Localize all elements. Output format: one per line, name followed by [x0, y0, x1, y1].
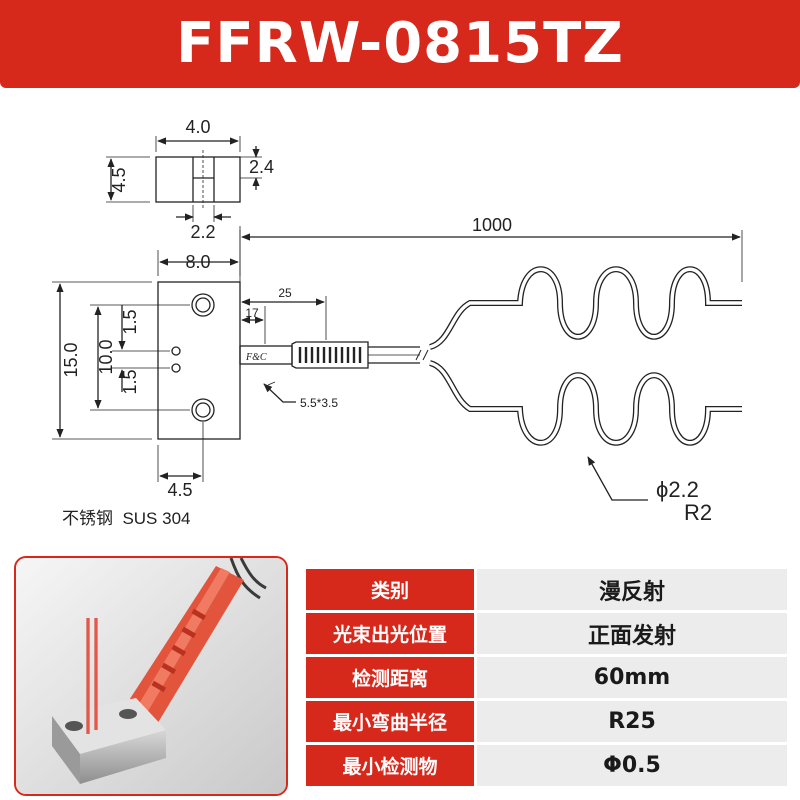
- spec-row-bend-radius: 最小弯曲半径 R25: [303, 698, 790, 745]
- page-title: FFRW-0815TZ: [176, 11, 624, 76]
- dim-front-height: 15.0: [61, 342, 81, 377]
- dim-fiber-offset-upper: 1.5: [120, 309, 140, 334]
- spec-value: Φ0.5: [474, 742, 790, 789]
- spec-label: 光束出光位置: [303, 610, 477, 657]
- dimension-drawing: 4.0 4.5 2.4 2.2 8.0 15.0 10.0 1.5 1.5 4.…: [52, 117, 743, 528]
- dim-strain-relief: 17: [245, 306, 259, 320]
- spec-table: 类别 漫反射 光束出光位置 正面发射 检测距离 60mm 最小弯曲半径 R25 …: [303, 566, 790, 789]
- spec-label: 最小检测物: [303, 742, 477, 789]
- dim-hole-pitch: 10.0: [96, 339, 116, 374]
- dim-front-width: 8.0: [185, 252, 210, 272]
- dim-slot-width: 2.2: [190, 222, 215, 242]
- spec-row-detect-distance: 检测距离 60mm: [303, 654, 790, 701]
- dim-slot-depth: 2.4: [249, 157, 274, 177]
- product-photo: [14, 556, 288, 796]
- title-banner: [0, 0, 800, 88]
- brand-logo: F&C: [245, 352, 267, 363]
- dim-base-offset: 4.5: [167, 480, 192, 500]
- dim-cable-length: 1000: [472, 215, 512, 235]
- dim-sleeve-section: 5.5*3.5: [300, 396, 338, 410]
- dim-bend-radius: R2: [684, 500, 712, 525]
- dim-fiber-offset-lower: 1.5: [120, 369, 140, 394]
- spec-row-category: 类别 漫反射: [303, 566, 790, 613]
- material-label: 不锈钢 SUS 304: [62, 509, 191, 528]
- spec-label: 检测距离: [303, 654, 477, 701]
- spec-value: 漫反射: [474, 566, 790, 613]
- spec-row-min-object: 最小检测物 Φ0.5: [303, 742, 790, 789]
- dim-sleeve-length: 25: [278, 286, 292, 300]
- spec-value: 正面发射: [474, 610, 790, 657]
- dim-top-height: 4.5: [109, 167, 129, 192]
- dim-fiber-diameter: ϕ2.2: [656, 477, 699, 502]
- dim-top-width: 4.0: [185, 117, 210, 137]
- top-view: [106, 136, 262, 222]
- spec-value: R25: [474, 698, 790, 745]
- spec-row-beam-position: 光束出光位置 正面发射: [303, 610, 790, 657]
- spec-label: 最小弯曲半径: [303, 698, 477, 745]
- spec-label: 类别: [303, 566, 477, 613]
- fiber-cable: [239, 230, 743, 501]
- spec-value: 60mm: [474, 654, 790, 701]
